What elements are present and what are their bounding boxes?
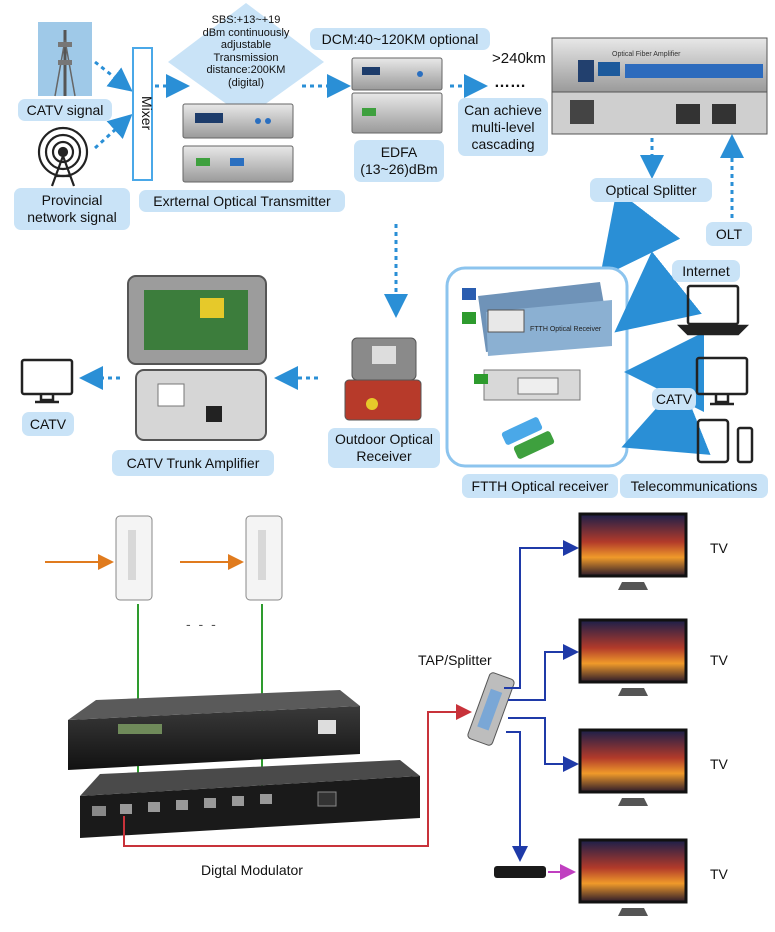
sbs-line-4: Transmission — [213, 51, 279, 64]
antenna-broadcast-icon — [37, 126, 89, 187]
ip-receiver-device-1 — [115, 515, 153, 601]
sbs-line-6: (digital) — [227, 76, 265, 89]
outdoor-receiver-label: Outdoor Optical Receiver — [328, 428, 440, 468]
catv-signal-label: CATV signal — [18, 99, 112, 121]
set-top-box-icon — [494, 866, 546, 878]
cascade-label: Can achieve multi-level cascading — [458, 98, 548, 156]
sbs-line-2: dBm continuously — [202, 26, 290, 39]
outdoor-optical-receiver-device — [344, 337, 422, 421]
mixer-label: Mixer — [139, 95, 155, 131]
edfa-label: EDFA (13~26)dBm — [354, 140, 444, 182]
internet-label: Internet — [672, 260, 740, 282]
optical-splitter-label: Optical Splitter — [590, 178, 712, 202]
ip-receiver-device-2 — [245, 515, 283, 601]
tv-icon-1 — [578, 512, 688, 590]
sbs-line-5: distance:200KM — [206, 64, 286, 76]
provincial-line-2: network signal — [27, 209, 117, 225]
cascade-line-2: multi-level — [471, 118, 535, 135]
laptop-icon — [676, 284, 750, 336]
provincial-line-1: Provincial — [41, 192, 103, 208]
optical-fiber-amplifier-device — [551, 37, 768, 135]
dcm-label: DCM:40~120KM optional — [310, 28, 490, 50]
cascade-line-1: Can achieve — [464, 101, 542, 118]
ftth-receiver-device — [462, 282, 612, 459]
olt-label: OLT — [706, 222, 752, 246]
trunk-amplifier-label: CATV Trunk Amplifier — [112, 450, 274, 476]
tv-label-2: TV — [710, 652, 728, 668]
cell-tower-icon — [38, 22, 92, 97]
edfa-line-2: (13~26)dBm — [360, 161, 438, 177]
telecommunications-label: Telecommunications — [620, 474, 768, 498]
more-devices-dash: - - - — [186, 616, 218, 632]
sbs-note-text: SBS:+13~+19 dBm continuously adjustable … — [188, 14, 304, 89]
tv-label-3: TV — [710, 756, 728, 772]
tap-splitter-device — [467, 672, 515, 746]
tv-icon-2 — [578, 618, 688, 696]
sbs-line-1: SBS:+13~+19 — [211, 14, 281, 26]
tv-label-1: TV — [710, 540, 728, 556]
catv-right-label: CATV — [652, 388, 696, 410]
edfa-line-1: EDFA — [380, 144, 418, 160]
sbs-note-diamond — [168, 3, 324, 118]
ftth-device-text: FTTH Optical Receiver — [530, 326, 602, 333]
edfa-device — [351, 57, 443, 134]
tablet-phone-icon — [696, 418, 754, 464]
tv-label-4: TV — [710, 866, 728, 882]
distance-label: >240km — [492, 50, 546, 67]
provincial-signal-label: Provincial network signal — [14, 188, 130, 230]
digital-modulator-device — [68, 690, 420, 838]
mixer-box — [132, 47, 153, 181]
amp-panel-line-2: Fiber Amplifier — [635, 51, 681, 58]
cascade-line-3: cascading — [471, 135, 535, 152]
continuation-dots: …… — [494, 74, 526, 91]
external-transmitter-label: Exrternal Optical Transmitter — [139, 190, 345, 212]
amp-panel-line-1: Optical — [612, 51, 634, 58]
optical-transmitter-device — [182, 103, 294, 183]
sbs-line-3: adjustable — [220, 39, 272, 51]
catv-left-label: CATV — [22, 412, 74, 436]
digital-modulator-label: Digtal Modulator — [201, 862, 303, 878]
monitor-icon-left — [20, 358, 74, 404]
tv-icon-4 — [578, 838, 688, 916]
ftth-receiver-label: FTTH Optical receiver — [462, 474, 618, 498]
trunk-amplifier-device — [127, 275, 267, 441]
monitor-icon — [695, 356, 749, 406]
amplifier-panel-text: Optical Fiber Amplifier — [612, 46, 680, 63]
outdoor-line-2: Receiver — [356, 448, 412, 464]
outdoor-line-1: Outdoor Optical — [334, 431, 434, 447]
tap-splitter-label: TAP/Splitter — [418, 652, 492, 668]
tv-icon-3 — [578, 728, 688, 806]
